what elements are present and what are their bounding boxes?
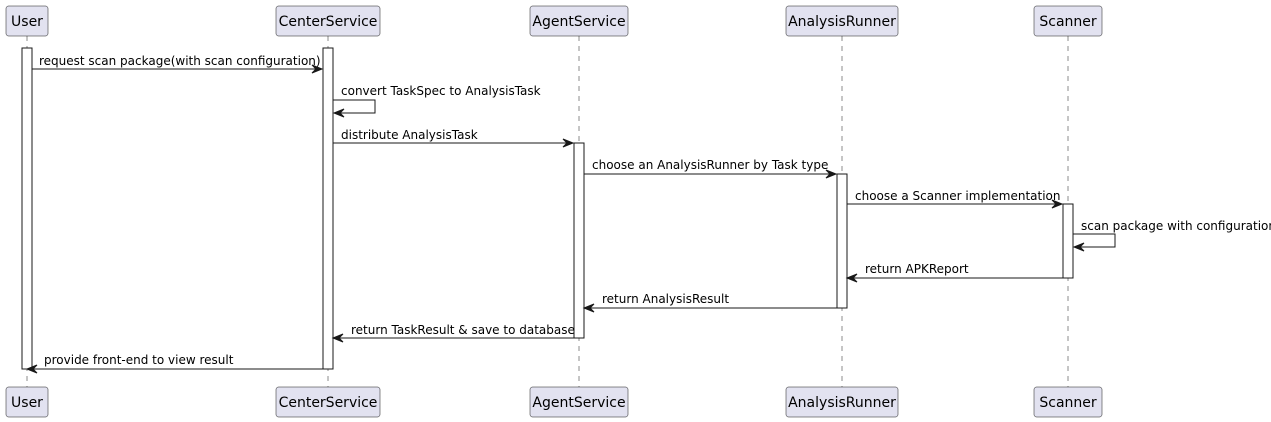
activation-bar-scanner <box>1062 203 1074 279</box>
participant-scanner-bottom: Scanner <box>1033 386 1103 418</box>
activation-bars <box>21 47 1074 370</box>
message-label: convert TaskSpec to AnalysisTask <box>341 84 541 98</box>
arrow-head-icon <box>331 333 344 343</box>
participant-box <box>1033 386 1103 418</box>
participant-agent-top: AgentService <box>529 5 629 37</box>
participant-box <box>5 386 49 418</box>
participant-scanner-top: Scanner <box>1033 5 1103 37</box>
participant-box <box>785 386 899 418</box>
message-label: return APKReport <box>865 262 969 276</box>
activation-bar-agent <box>573 142 585 339</box>
message-9: return TaskResult & save to database <box>331 323 575 343</box>
arrow-head-icon <box>25 364 38 374</box>
activation-bar-user <box>21 47 33 370</box>
message-label: return TaskResult & save to database <box>351 323 575 337</box>
participant-center-top: CenterService <box>275 5 381 37</box>
participant-label: Scanner <box>1039 395 1097 411</box>
participant-label: CenterService <box>279 14 378 30</box>
self-message-line <box>333 99 376 114</box>
messages: request scan package(with scan configura… <box>25 54 1271 374</box>
participant-runner-top: AnalysisRunner <box>785 5 899 37</box>
message-10: provide front-end to view result <box>25 353 323 374</box>
arrow-head-icon <box>311 64 324 74</box>
message-5: choose a Scanner implementation <box>847 189 1064 209</box>
participant-label: AgentService <box>532 395 625 411</box>
participant-user-bottom: User <box>5 386 49 418</box>
participant-box <box>275 5 381 37</box>
arrow-head-icon <box>332 108 345 118</box>
participant-user-top: User <box>5 5 49 37</box>
participant-label: User <box>11 14 43 30</box>
message-label: distribute AnalysisTask <box>341 128 478 142</box>
participant-box <box>529 386 629 418</box>
participant-box <box>275 386 381 418</box>
message-2: convert TaskSpec to AnalysisTask <box>332 84 541 118</box>
self-message-line <box>1073 233 1116 248</box>
participant-label: AnalysisRunner <box>788 395 896 411</box>
arrow-head-icon <box>1051 199 1064 209</box>
message-7: return APKReport <box>845 262 1063 283</box>
participant-label: CenterService <box>279 395 378 411</box>
participant-box <box>529 5 629 37</box>
participant-box <box>785 5 899 37</box>
participant-agent-bottom: AgentService <box>529 386 629 418</box>
message-label: request scan package(with scan configura… <box>39 54 321 68</box>
message-label: return AnalysisResult <box>602 292 729 306</box>
message-3: distribute AnalysisTask <box>333 128 575 148</box>
message-label: provide front-end to view result <box>44 353 234 367</box>
arrow-head-icon <box>582 303 595 313</box>
participant-label: Scanner <box>1039 14 1097 30</box>
participant-label: AnalysisRunner <box>788 14 896 30</box>
arrow-head-icon <box>825 169 838 179</box>
message-label: choose a Scanner implementation <box>855 189 1061 203</box>
activation-bar-runner <box>836 173 848 309</box>
message-6: scan package with configuration <box>1072 219 1271 252</box>
arrow-head-icon <box>562 138 575 148</box>
arrow-head-icon <box>845 273 858 283</box>
participants: UserUserCenterServiceCenterServiceAgentS… <box>5 5 1103 418</box>
participant-box <box>5 5 49 37</box>
arrow-head-icon <box>1072 242 1085 252</box>
participant-center-bottom: CenterService <box>275 386 381 418</box>
participant-label: User <box>11 395 43 411</box>
participant-box <box>1033 5 1103 37</box>
message-label: scan package with configuration <box>1081 219 1271 233</box>
activation-bar-center <box>322 47 334 370</box>
message-1: request scan package(with scan configura… <box>32 54 324 74</box>
message-8: return AnalysisResult <box>582 292 837 313</box>
message-4: choose an AnalysisRunner by Task type <box>584 158 838 179</box>
message-label: choose an AnalysisRunner by Task type <box>592 158 828 172</box>
participant-runner-bottom: AnalysisRunner <box>785 386 899 418</box>
participant-label: AgentService <box>532 14 625 30</box>
